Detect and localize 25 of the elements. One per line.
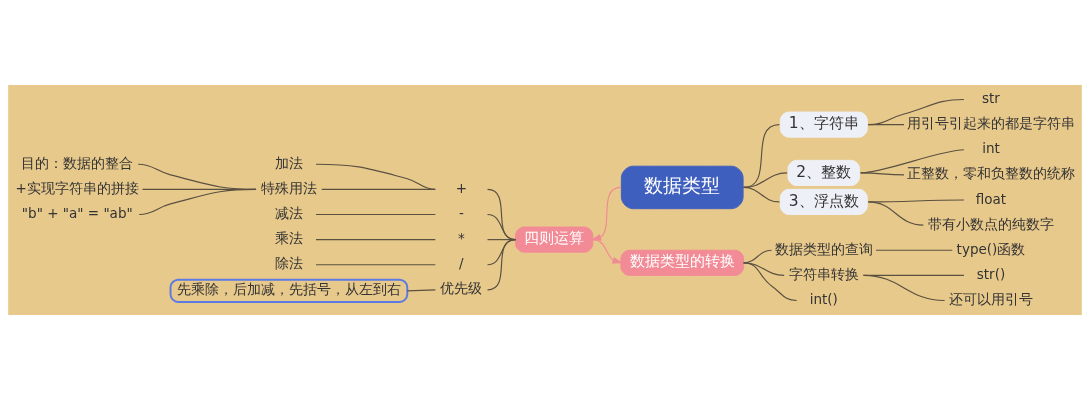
node-text: 加法 <box>274 154 303 171</box>
node-text: int() <box>809 291 838 308</box>
node-text: 除法 <box>274 255 303 272</box>
node-text: 字符串转换 <box>788 265 859 282</box>
node-text: str <box>982 90 1000 107</box>
node-text: * <box>458 230 465 247</box>
node-text: +实现字符串的拼接 <box>15 179 139 196</box>
node-text: 优先级 <box>440 280 483 297</box>
node-text: 正整数，零和负整数的统称 <box>906 165 1075 182</box>
node-text: + <box>455 179 468 196</box>
node-text: - <box>458 205 464 222</box>
node-text: 还可以用引号 <box>948 291 1033 308</box>
node-text: 乘法 <box>274 230 303 247</box>
node-text: 数据类型的查询 <box>774 240 873 257</box>
node-text: 带有小数点的纯数字 <box>927 215 1054 232</box>
node-text: 减法 <box>274 205 303 222</box>
node-text: type()函数 <box>956 240 1026 257</box>
node-text: / <box>459 255 464 272</box>
node-text: "b" + "a" = "ab" <box>21 205 133 222</box>
node-text: int <box>982 140 1000 157</box>
node-text: 目的：数据的整合 <box>21 154 134 171</box>
node-text: 用引号引起来的都是字符串 <box>906 115 1075 132</box>
node-text: 特殊用法 <box>260 179 317 196</box>
node-text: float <box>975 190 1007 207</box>
node-text: str() <box>976 265 1006 282</box>
